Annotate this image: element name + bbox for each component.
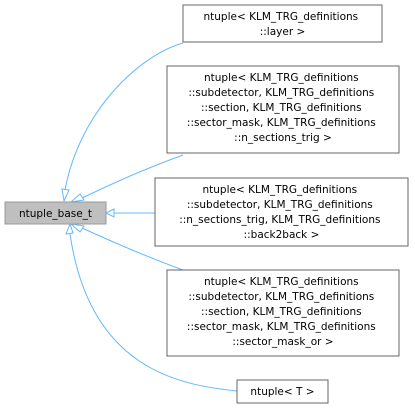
svg-text:ntuple< KLM_TRG_definitions: ntuple< KLM_TRG_definitions ::subdetecto… (187, 72, 379, 144)
node-sector-mask-or-line: ::section, KLM_TRG_definitions (201, 306, 362, 318)
node-sector-mask-or-line: ::sector_mask_or > (232, 336, 333, 348)
svg-text:ntuple< KLM_TRG_definitions: ntuple< KLM_TRG_definitions ::subdetecto… (187, 276, 379, 348)
arrowhead-n-sections-trig (69, 193, 85, 203)
node-n-sections-trig-line: ::section, KLM_TRG_definitions (201, 102, 362, 114)
edge-sector-mask-or (81, 227, 184, 271)
node-back2back-line: ntuple< KLM_TRG_definitions (203, 184, 358, 196)
node-back2back-line: ::back2back > (244, 229, 320, 241)
node-back2back-line: ::n_sections_trig, KLM_TRG_definitions (179, 214, 380, 226)
node-layer[interactable]: ntuple< KLM_TRG_definitions ::layer > (182, 4, 383, 43)
node-layer-line: ::layer > (260, 26, 306, 38)
node-sector-mask-or-line: ::sector_mask, KLM_TRG_definitions (187, 321, 376, 333)
node-n-sections-trig-line: ::n_sections_trig > (234, 132, 332, 144)
svg-text:ntuple< KLM_TRG_definitions: ntuple< KLM_TRG_definitions ::layer > (204, 11, 362, 38)
node-n-sections-trig-line: ::subdetector, KLM_TRG_definitions (188, 87, 374, 99)
node-n-sections-trig[interactable]: ntuple< KLM_TRG_definitions ::subdetecto… (166, 65, 400, 154)
node-generic-label: ntuple< T > (250, 386, 314, 398)
edge-layer (64, 42, 184, 191)
base-node[interactable]: ntuple_base_t (4, 201, 107, 225)
base-node-label: ntuple_base_t (19, 208, 92, 220)
node-n-sections-trig-line: ::sector_mask, KLM_TRG_definitions (187, 117, 376, 129)
edge-n-sections-trig (81, 154, 184, 199)
node-n-sections-trig-line: ntuple< KLM_TRG_definitions (204, 72, 359, 84)
svg-text:ntuple< KLM_TRG_definitions: ntuple< KLM_TRG_definitions ::subdetecto… (179, 184, 384, 241)
node-sector-mask-or-line: ::subdetector, KLM_TRG_definitions (188, 291, 374, 303)
node-layer-line: ntuple< KLM_TRG_definitions (204, 11, 359, 23)
arrowhead-back2back (104, 208, 115, 218)
arrowhead-layer (61, 188, 70, 203)
node-sector-mask-or-line: ntuple< KLM_TRG_definitions (204, 276, 359, 288)
edge-generic (69, 233, 238, 392)
arrowhead-generic (65, 222, 74, 235)
arrowhead-sector-mask-or (69, 223, 85, 233)
node-sector-mask-or[interactable]: ntuple< KLM_TRG_definitions ::subdetecto… (166, 269, 400, 357)
node-generic[interactable]: ntuple< T > (236, 379, 329, 404)
node-back2back-line: ::subdetector, KLM_TRG_definitions (187, 199, 373, 211)
node-back2back[interactable]: ntuple< KLM_TRG_definitions ::subdetecto… (154, 177, 409, 247)
